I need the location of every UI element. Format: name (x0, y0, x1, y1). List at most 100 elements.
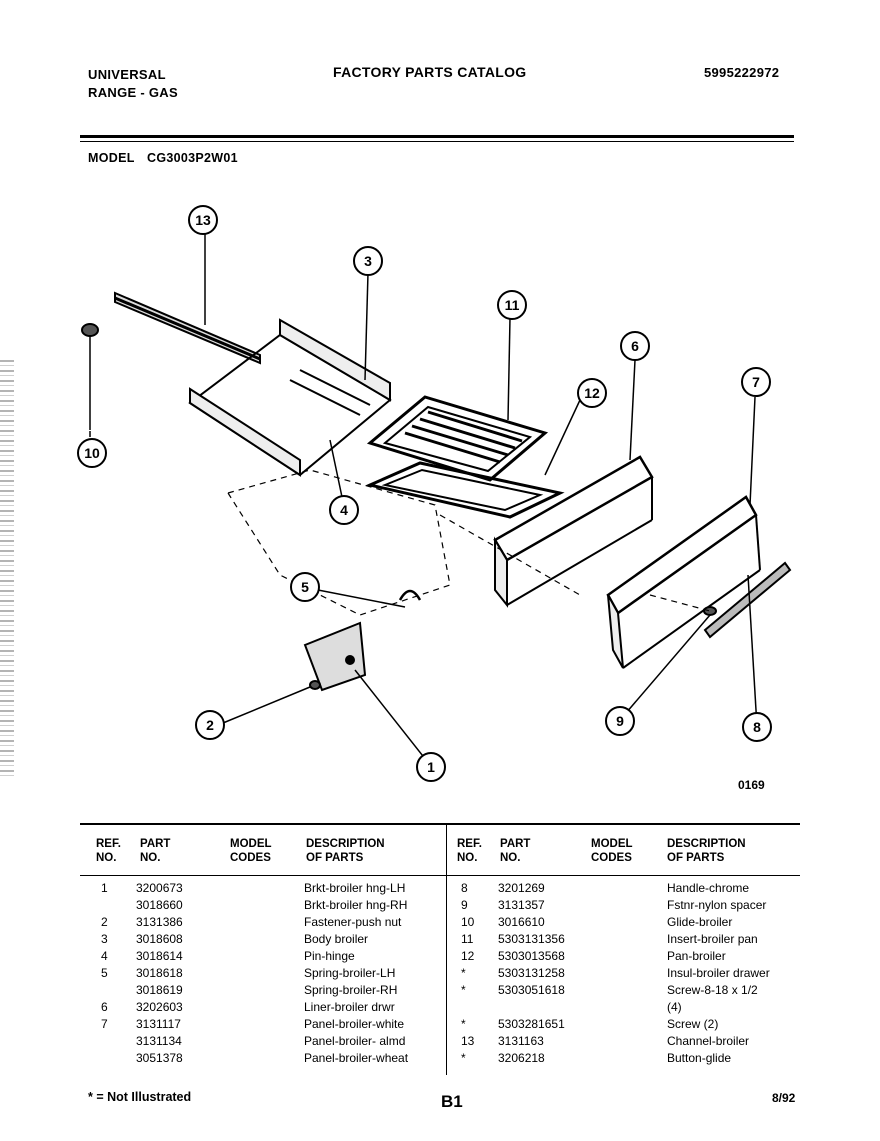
glide-part (81, 323, 99, 430)
callout-11: 11 (497, 290, 527, 320)
table-cell-desc: Screw-8-18 x 1/2 (667, 983, 758, 997)
model-number: CG3003P2W01 (147, 151, 238, 165)
callout-4: 4 (329, 495, 359, 525)
table-cell-desc: Pin-hinge (304, 949, 355, 963)
table-cell-part: 3016610 (498, 915, 545, 929)
figure-code: 0169 (738, 778, 765, 792)
table-cell-part: 3131357 (498, 898, 545, 912)
callout-2: 2 (195, 710, 225, 740)
svg-text:11: 11 (505, 297, 520, 313)
table-cell-part: 5303131258 (498, 966, 565, 980)
table-cell-desc: Insert-broiler pan (667, 932, 758, 946)
table-cell-ref: 6 (101, 1000, 108, 1014)
callout-1: 1 (416, 752, 446, 782)
footer-note: * = Not Illustrated (88, 1090, 192, 1104)
callout-3: 3 (353, 246, 383, 276)
table-cell-part: 3018618 (136, 966, 183, 980)
table-cell-ref: 13 (461, 1034, 475, 1048)
hinge-bracket-part (303, 621, 367, 692)
table-cell-desc: Fstnr-nylon spacer (667, 898, 767, 912)
push-nut-part (309, 680, 321, 690)
table-cell-desc: Insul-broiler drawer (667, 966, 770, 980)
table-cell-desc: Button-glide (667, 1051, 732, 1065)
scan-edge-artifact (0, 360, 14, 780)
svg-text:2: 2 (206, 717, 214, 733)
table-cell-part: 3131117 (136, 1017, 181, 1031)
table-cell-desc: Panel-broiler- almd (304, 1034, 406, 1048)
broiler-insert-part (366, 395, 549, 482)
hdr-model-right: MODEL CODES (591, 838, 633, 864)
table-cell-part: 3131386 (136, 915, 183, 929)
callout-8: 8 (742, 712, 772, 742)
handle-part (703, 561, 792, 639)
table-cell-part: 3131134 (136, 1034, 182, 1048)
table-cell-desc: Screw (2) (667, 1017, 719, 1031)
svg-text:4: 4 (340, 502, 348, 518)
hdr-part-left: PART NO. (140, 838, 171, 864)
brand-line-1: UNIVERSAL (88, 67, 166, 82)
table-cell-ref: 11 (461, 932, 474, 946)
table-cell-part: 3202603 (136, 1000, 183, 1014)
svg-text:6: 6 (631, 338, 639, 354)
catalog-number: 5995222972 (704, 65, 780, 80)
table-cell-desc: Spring-broiler-LH (304, 966, 396, 980)
hdr-ref-left: REF. NO. (96, 838, 121, 864)
table-cell-part: 5303051618 (498, 983, 565, 997)
table-cell-ref: * (461, 1051, 466, 1065)
svg-text:13: 13 (195, 212, 211, 228)
table-cell-part: 3200673 (136, 881, 183, 895)
svg-text:3: 3 (364, 253, 372, 269)
hdr-desc-left: DESCRIPTION OF PARTS (306, 838, 385, 864)
svg-text:8: 8 (753, 719, 761, 735)
hdr-model-left: MODEL CODES (230, 838, 272, 864)
hdr-desc-right: DESCRIPTION OF PARTS (667, 838, 746, 864)
table-cell-ref: * (461, 983, 466, 997)
table-cell-ref: * (461, 966, 466, 980)
table-cell-ref: 1 (101, 881, 108, 895)
table-cell-part: 3018608 (136, 932, 183, 946)
svg-text:10: 10 (84, 445, 100, 461)
table-cell-desc: (4) (667, 1000, 682, 1014)
svg-text:7: 7 (752, 374, 760, 390)
table-rule-top (80, 823, 800, 825)
table-cell-part: 3131163 (498, 1034, 544, 1048)
exploded-parts-diagram: 13 3 11 6 12 7 10 4 5 2 1 9 8 (77, 205, 792, 782)
hdr-ref-right: REF. NO. (457, 838, 482, 864)
table-cell-part: 3018619 (136, 983, 183, 997)
table-cell-desc: Glide-broiler (667, 915, 733, 929)
table-cell-part: 3018660 (136, 898, 183, 912)
table-cell-desc: Pan-broiler (667, 949, 726, 963)
spring-part (398, 589, 422, 601)
table-cell-ref: 7 (101, 1017, 108, 1031)
table-cell-desc: Spring-broiler-RH (304, 983, 398, 997)
broiler-channel-part (114, 291, 261, 365)
model-label: MODEL (88, 151, 135, 165)
table-cell-ref: 8 (461, 881, 468, 895)
table-cell-desc: Brkt-broiler hng-LH (304, 881, 406, 895)
broiler-panel-part (606, 495, 761, 669)
table-cell-ref: 3 (101, 932, 108, 946)
page-number: B1 (441, 1092, 463, 1111)
table-cell-part: 3201269 (498, 881, 545, 895)
callout-6: 6 (620, 331, 650, 361)
broiler-pan-part (365, 461, 565, 519)
table-divider (446, 825, 447, 1075)
svg-text:9: 9 (616, 713, 624, 729)
table-cell-ref: 9 (461, 898, 468, 912)
callout-9: 9 (605, 706, 635, 736)
svg-text:5: 5 (301, 579, 309, 595)
svg-text:12: 12 (584, 385, 600, 401)
table-cell-ref: 10 (461, 915, 475, 929)
svg-text:1: 1 (427, 759, 435, 775)
callout-10: 10 (77, 438, 107, 468)
table-cell-part: 3018614 (136, 949, 183, 963)
table-cell-desc: Panel-broiler-wheat (304, 1051, 409, 1065)
callout-7: 7 (741, 367, 771, 397)
callout-5: 5 (290, 572, 320, 602)
broiler-body-part (188, 318, 392, 477)
table-cell-ref: 12 (461, 949, 475, 963)
table-cell-part: 5303281651 (498, 1017, 565, 1031)
drawer-liner-part (493, 455, 654, 608)
table-cell-desc: Panel-broiler-white (304, 1017, 405, 1031)
table-cell-ref: 4 (101, 949, 108, 963)
